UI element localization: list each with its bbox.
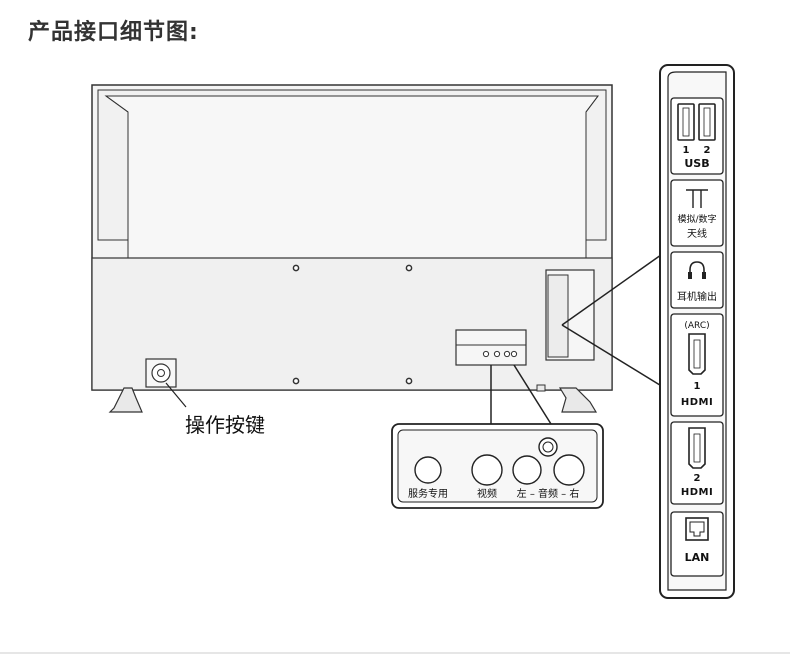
video-jack: [471, 454, 503, 486]
bottom-callout-leaders: [490, 364, 552, 425]
audio-left-jack: [512, 455, 542, 485]
usb-1-label: 1: [683, 145, 690, 156]
lan-group: LAN: [670, 511, 724, 577]
hdmi1-group: (ARC) 1 HDMI: [670, 313, 724, 417]
bottom-divider: [0, 652, 790, 654]
hdmi2-logo: HDMI: [681, 487, 713, 498]
usb-group: 1 2 USB: [670, 97, 724, 175]
tv-inner-panel: [104, 95, 599, 259]
side-callout-leaders: [561, 249, 669, 391]
antenna-icon: [686, 189, 708, 208]
tv-lower-housing: [91, 257, 613, 391]
control-buttons-label: 操作按键: [185, 413, 265, 437]
hdmi2-number: 2: [694, 473, 701, 484]
arc-label: (ARC): [684, 321, 709, 331]
vesa-hole: [292, 377, 300, 385]
vesa-hole: [405, 377, 413, 385]
bottom-port-box: [455, 329, 527, 366]
tv-stand-right: [558, 387, 598, 413]
bottom-connector-panel: 服务专用 视频 左 – 音频 – 右: [391, 423, 604, 509]
audio-right-jack: [553, 454, 585, 486]
hdmi1-logo: HDMI: [681, 397, 713, 408]
antenna-label-1: 模拟/数字: [677, 213, 716, 225]
control-button-leader: [165, 382, 187, 408]
vesa-hole: [405, 264, 413, 272]
headphone-label: 耳机输出: [677, 290, 717, 303]
page-title: 产品接口细节图:: [28, 20, 199, 45]
usb-label: USB: [684, 157, 709, 170]
tv-back: [91, 84, 613, 413]
tv-stand-left: [108, 387, 143, 413]
video-label: 视频: [477, 487, 497, 500]
vesa-hole: [292, 264, 300, 272]
hdmi1-number: 1: [694, 381, 701, 392]
side-connector-panel: 1 2 USB 模拟/数字 天线 耳机输出 (ARC) 1 HDMI: [659, 64, 735, 599]
service-jack: [414, 456, 442, 484]
service-label: 服务专用: [408, 487, 448, 500]
lan-label: LAN: [685, 551, 710, 564]
headphone-icon: [689, 261, 705, 278]
usb-2-label: 2: [704, 145, 711, 156]
headphone-group: 耳机输出: [670, 251, 724, 309]
antenna-group: 模拟/数字 天线: [670, 179, 724, 247]
audio-label: 左 – 音频 – 右: [517, 487, 580, 500]
antenna-label-2: 天线: [687, 227, 707, 240]
hdmi2-group: 2 HDMI: [670, 421, 724, 505]
